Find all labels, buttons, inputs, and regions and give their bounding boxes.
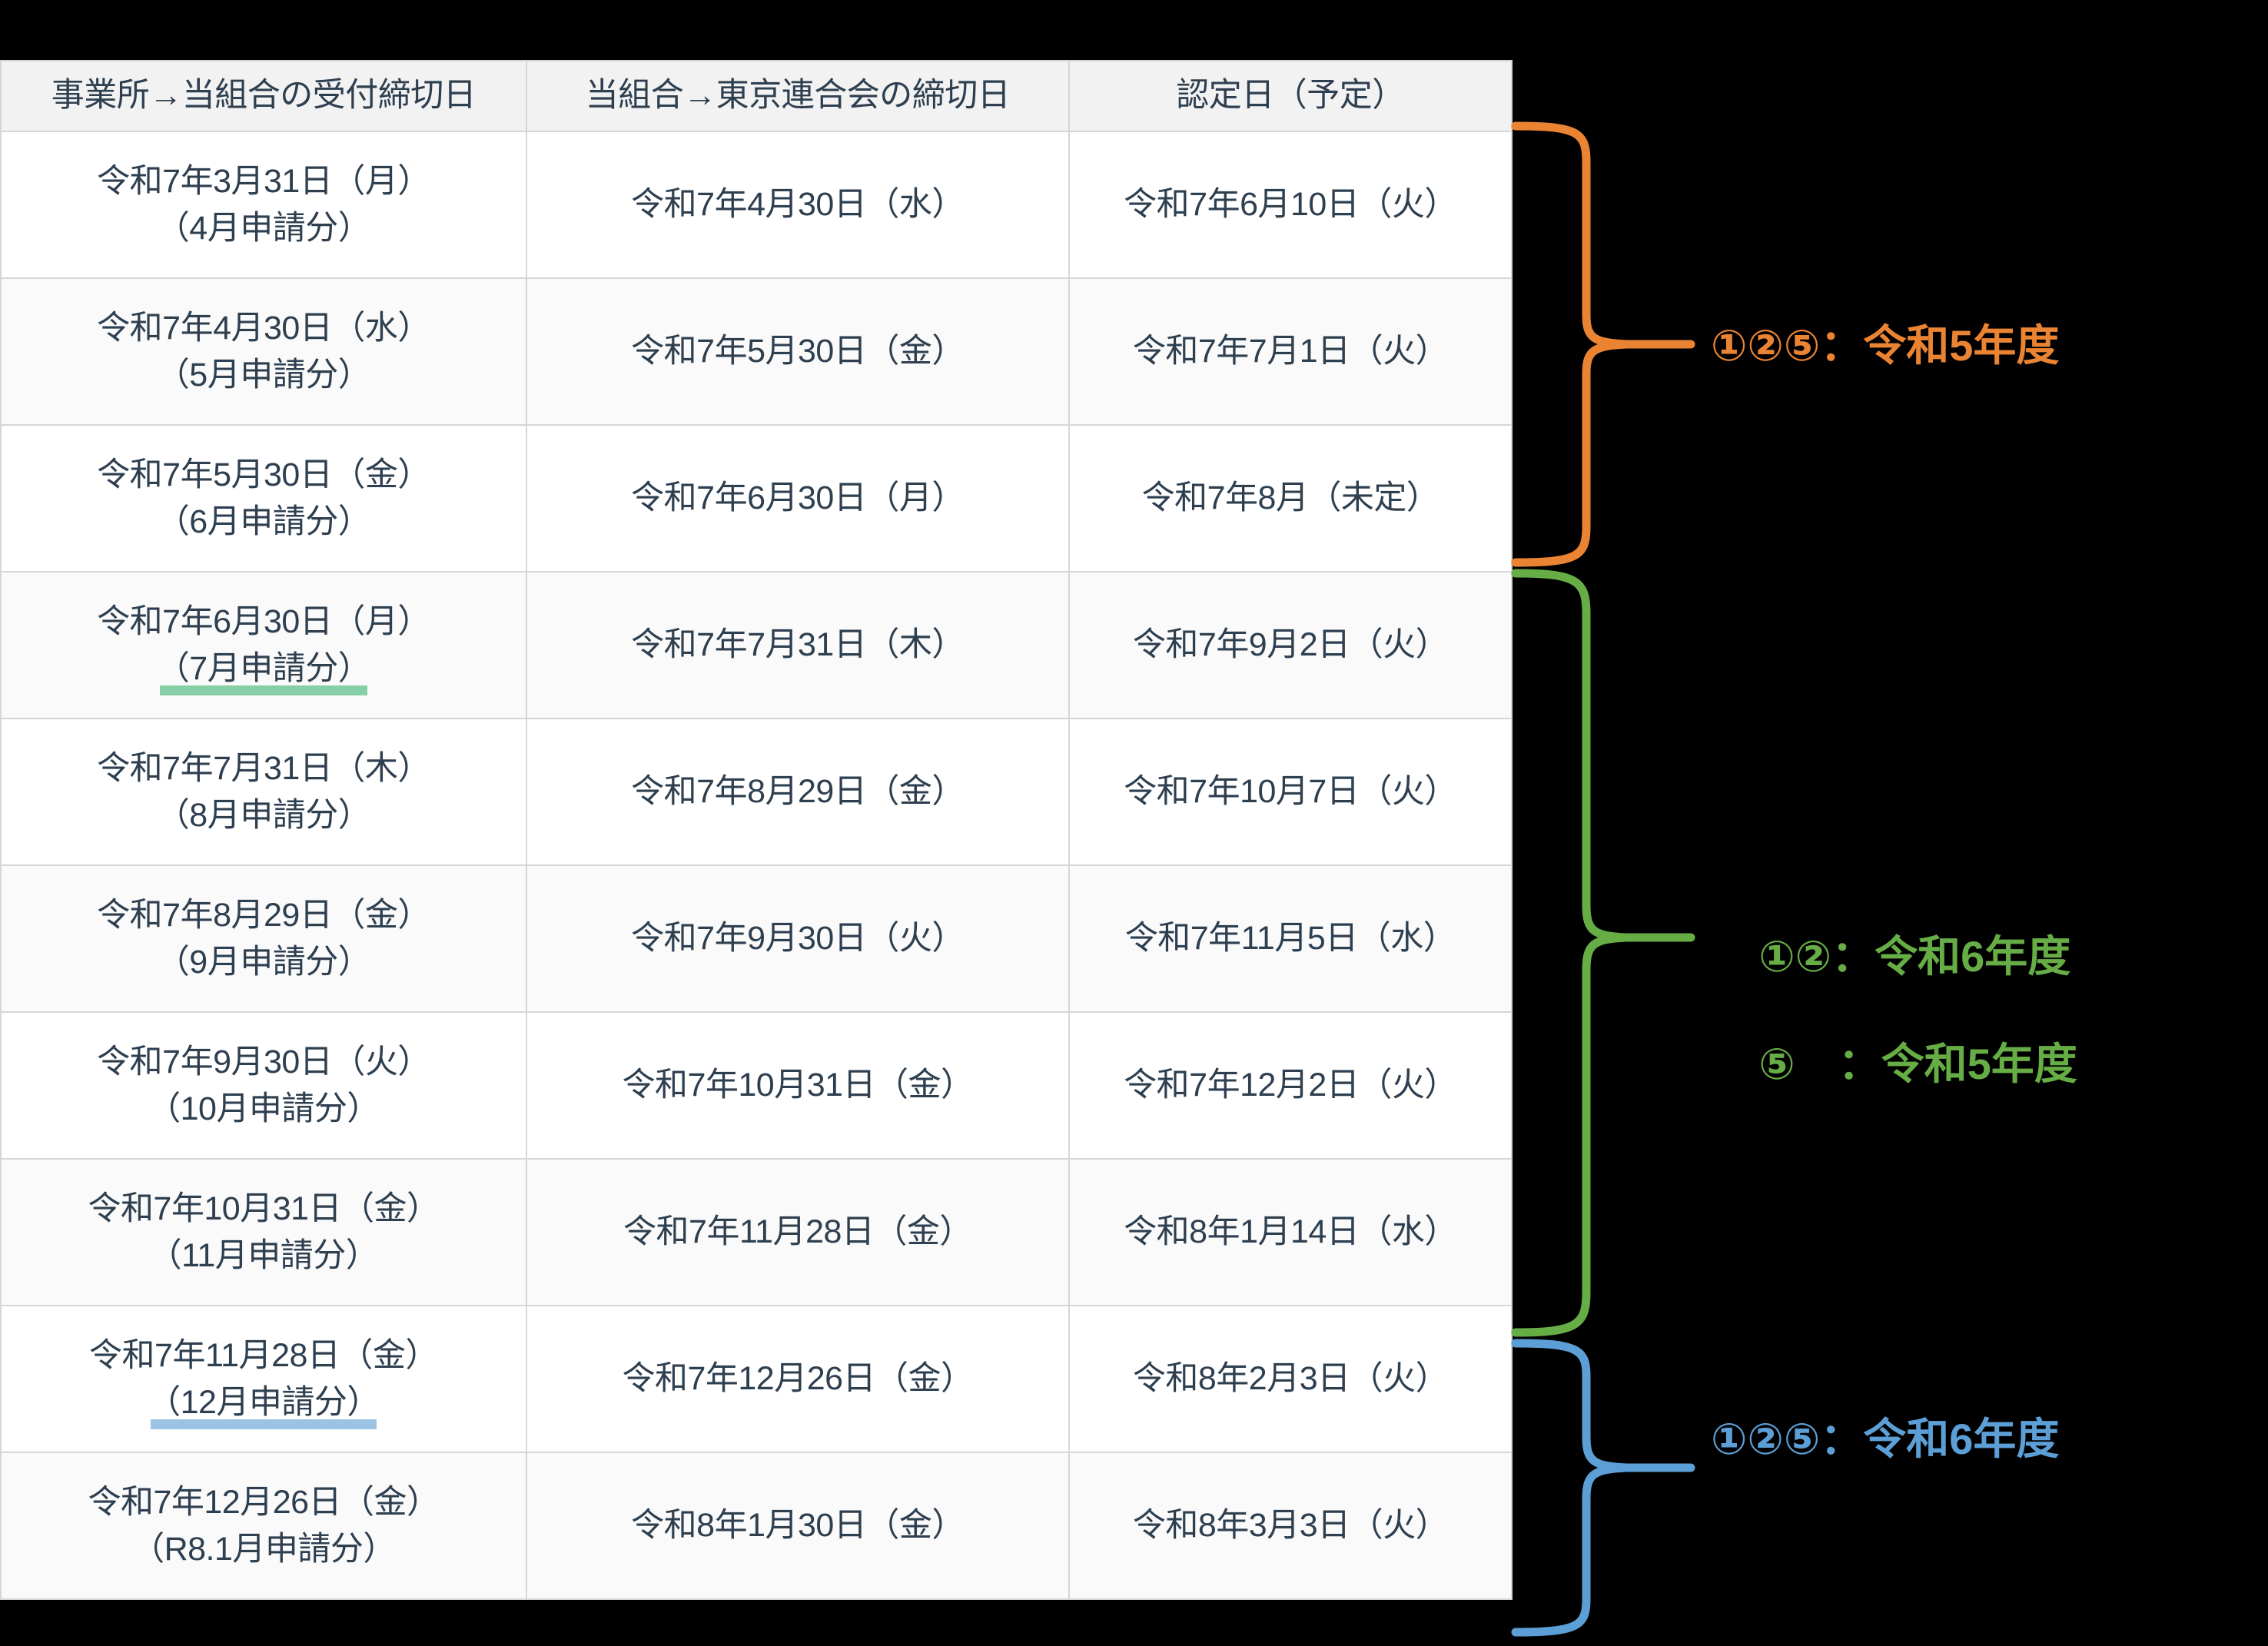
table-row: 令和7年3月31日（月） （4月申請分） 令和7年4月30日（水）令和7年6月10日… — [0, 131, 1513, 279]
cell-union-deadline: 令和7年4月30日（水） — [526, 131, 1070, 279]
cell-main-date: 令和7年8月29日（金） — [97, 897, 430, 934]
cell-union-deadline: 令和7年7月31日（木） — [526, 571, 1070, 719]
green-annotation-line-2: ⑤ ：令和5年度 — [1758, 1040, 2077, 1088]
green-annotation-label: ①②：令和6年度 ⑤ ：令和5年度 — [1711, 876, 2077, 1145]
cell-sub-label: （R8.1月申請分） — [131, 1530, 396, 1568]
cell-union-deadline: 令和7年5月30日（金） — [526, 277, 1070, 426]
cell-sub-label: （10月申請分） — [148, 1090, 380, 1127]
cell-approval-date: 令和7年7月1日（火） — [1068, 277, 1513, 426]
cell-union-deadline: 令和7年9月30日（火） — [526, 864, 1070, 1013]
table-row: 令和7年5月30日（金） （6月申請分） 令和7年6月30日（月）令和7年8月（未定… — [0, 424, 1513, 572]
cell-office-deadline: 令和7年3月31日（月） （4月申請分） — [0, 131, 527, 279]
cell-sub-label: （8月申請分） — [156, 796, 371, 834]
cell-sub-label: （12月申請分） — [148, 1380, 380, 1429]
cell-office-deadline: 令和7年12月26日（金） （R8.1月申請分） — [0, 1452, 527, 1600]
blue-brace — [1511, 1339, 1695, 1637]
cell-main-date: 令和7年7月31日（木） — [97, 750, 430, 788]
cell-main-date: 令和7年12月26日（金） — [88, 1484, 440, 1522]
cell-office-deadline: 令和7年11月28日（金） （12月申請分） — [0, 1305, 527, 1453]
cell-office-deadline: 令和7年8月29日（金） （9月申請分） — [0, 864, 527, 1013]
cell-approval-date: 令和7年6月10日（火） — [1068, 131, 1513, 279]
cell-sub-label: （5月申請分） — [156, 356, 371, 393]
green-annotation-line-1: ①②：令和6年度 — [1758, 932, 2071, 981]
cell-approval-date: 令和7年8月（未定） — [1068, 424, 1513, 572]
table-row: 令和7年12月26日（金） （R8.1月申請分） 令和8年1月30日（金）令和8年3… — [0, 1452, 1513, 1600]
blue-annotation-label: ①②⑤：令和6年度 — [1711, 1415, 2060, 1463]
column-header-union-deadline: 当組合→東京連合会の締切日 — [526, 60, 1070, 132]
cell-main-date: 令和7年10月31日（金） — [88, 1190, 440, 1228]
cell-union-deadline: 令和7年8月29日（金） — [526, 718, 1070, 866]
cell-approval-date: 令和8年2月3日（火） — [1068, 1305, 1513, 1453]
cell-main-date: 令和7年6月30日（月） — [97, 603, 430, 641]
table-row: 令和7年10月31日（金） （11月申請分） 令和7年11月28日（金）令和8年1月… — [0, 1158, 1513, 1306]
cell-main-date: 令和7年5月30日（金） — [97, 456, 430, 494]
cell-approval-date: 令和7年10月7日（火） — [1068, 718, 1513, 866]
cell-approval-date: 令和7年12月2日（火） — [1068, 1011, 1513, 1160]
cell-sub-label: （7月申請分） — [157, 646, 371, 695]
cell-office-deadline: 令和7年7月31日（木） （8月申請分） — [0, 718, 527, 866]
cell-main-date: 令和7年11月28日（金） — [89, 1337, 438, 1375]
orange-annotation-label: ①②⑤：令和5年度 — [1711, 321, 2060, 370]
column-header-office-deadline: 事業所→当組合の受付締切日 — [0, 60, 527, 132]
table-row: 令和7年9月30日（火） （10月申請分） 令和7年10月31日（金）令和7年12月… — [0, 1011, 1513, 1160]
table-row: 令和7年8月29日（金） （9月申請分） 令和7年9月30日（火）令和7年11月5日… — [0, 864, 1513, 1013]
cell-union-deadline: 令和7年10月31日（金） — [526, 1011, 1070, 1160]
table-header: 事業所→当組合の受付締切日 当組合→東京連合会の締切日 認定日（予定） — [0, 60, 1513, 132]
cell-office-deadline: 令和7年6月30日（月） （7月申請分） — [0, 571, 527, 719]
column-header-approval-date: 認定日（予定） — [1068, 60, 1513, 132]
table-row: 令和7年6月30日（月） （7月申請分） 令和7年7月31日（木）令和7年9月2日（… — [0, 571, 1513, 719]
cell-sub-label: （9月申請分） — [156, 943, 371, 981]
cell-union-deadline: 令和7年11月28日（金） — [526, 1158, 1070, 1306]
cell-union-deadline: 令和7年12月26日（金） — [526, 1305, 1070, 1453]
cell-union-deadline: 令和7年6月30日（月） — [526, 424, 1070, 572]
orange-brace — [1511, 121, 1695, 567]
table-row: 令和7年7月31日（木） （8月申請分） 令和7年8月29日（金）令和7年10月7日… — [0, 718, 1513, 866]
cell-main-date: 令和7年9月30日（火） — [97, 1044, 430, 1081]
cell-approval-date: 令和8年3月3日（火） — [1068, 1452, 1513, 1600]
cell-main-date: 令和7年3月31日（月） — [97, 163, 430, 201]
cell-main-date: 令和7年4月30日（水） — [97, 310, 430, 347]
table-header-row: 事業所→当組合の受付締切日 当組合→東京連合会の締切日 認定日（予定） — [0, 60, 1513, 132]
cell-sub-label: （6月申請分） — [156, 503, 371, 540]
cell-approval-date: 令和8年1月14日（水） — [1068, 1158, 1513, 1306]
table-row: 令和7年4月30日（水） （5月申請分） 令和7年5月30日（金）令和7年7月1日（… — [0, 277, 1513, 426]
cell-union-deadline: 令和8年1月30日（金） — [526, 1452, 1070, 1600]
cell-approval-date: 令和7年9月2日（火） — [1068, 571, 1513, 719]
cell-office-deadline: 令和7年9月30日（火） （10月申請分） — [0, 1011, 527, 1160]
cell-office-deadline: 令和7年4月30日（水） （5月申請分） — [0, 277, 527, 426]
cell-office-deadline: 令和7年10月31日（金） （11月申請分） — [0, 1158, 527, 1306]
cell-sub-label: （11月申請分） — [148, 1236, 379, 1274]
green-brace — [1511, 569, 1695, 1337]
table-body: 令和7年3月31日（月）（4月申請分）令和7年4月30日（水）令和7年6月10日… — [0, 131, 1513, 1600]
cell-approval-date: 令和7年11月5日（水） — [1068, 864, 1513, 1013]
table-row: 令和7年11月28日（金） （12月申請分） 令和7年12月26日（金）令和8年2月… — [0, 1305, 1513, 1453]
application-schedule-table: 事業所→当組合の受付締切日 当組合→東京連合会の締切日 認定日（予定） 令和7年… — [0, 60, 1513, 1600]
cell-office-deadline: 令和7年5月30日（金） （6月申請分） — [0, 424, 527, 572]
cell-sub-label: （4月申請分） — [156, 209, 371, 247]
